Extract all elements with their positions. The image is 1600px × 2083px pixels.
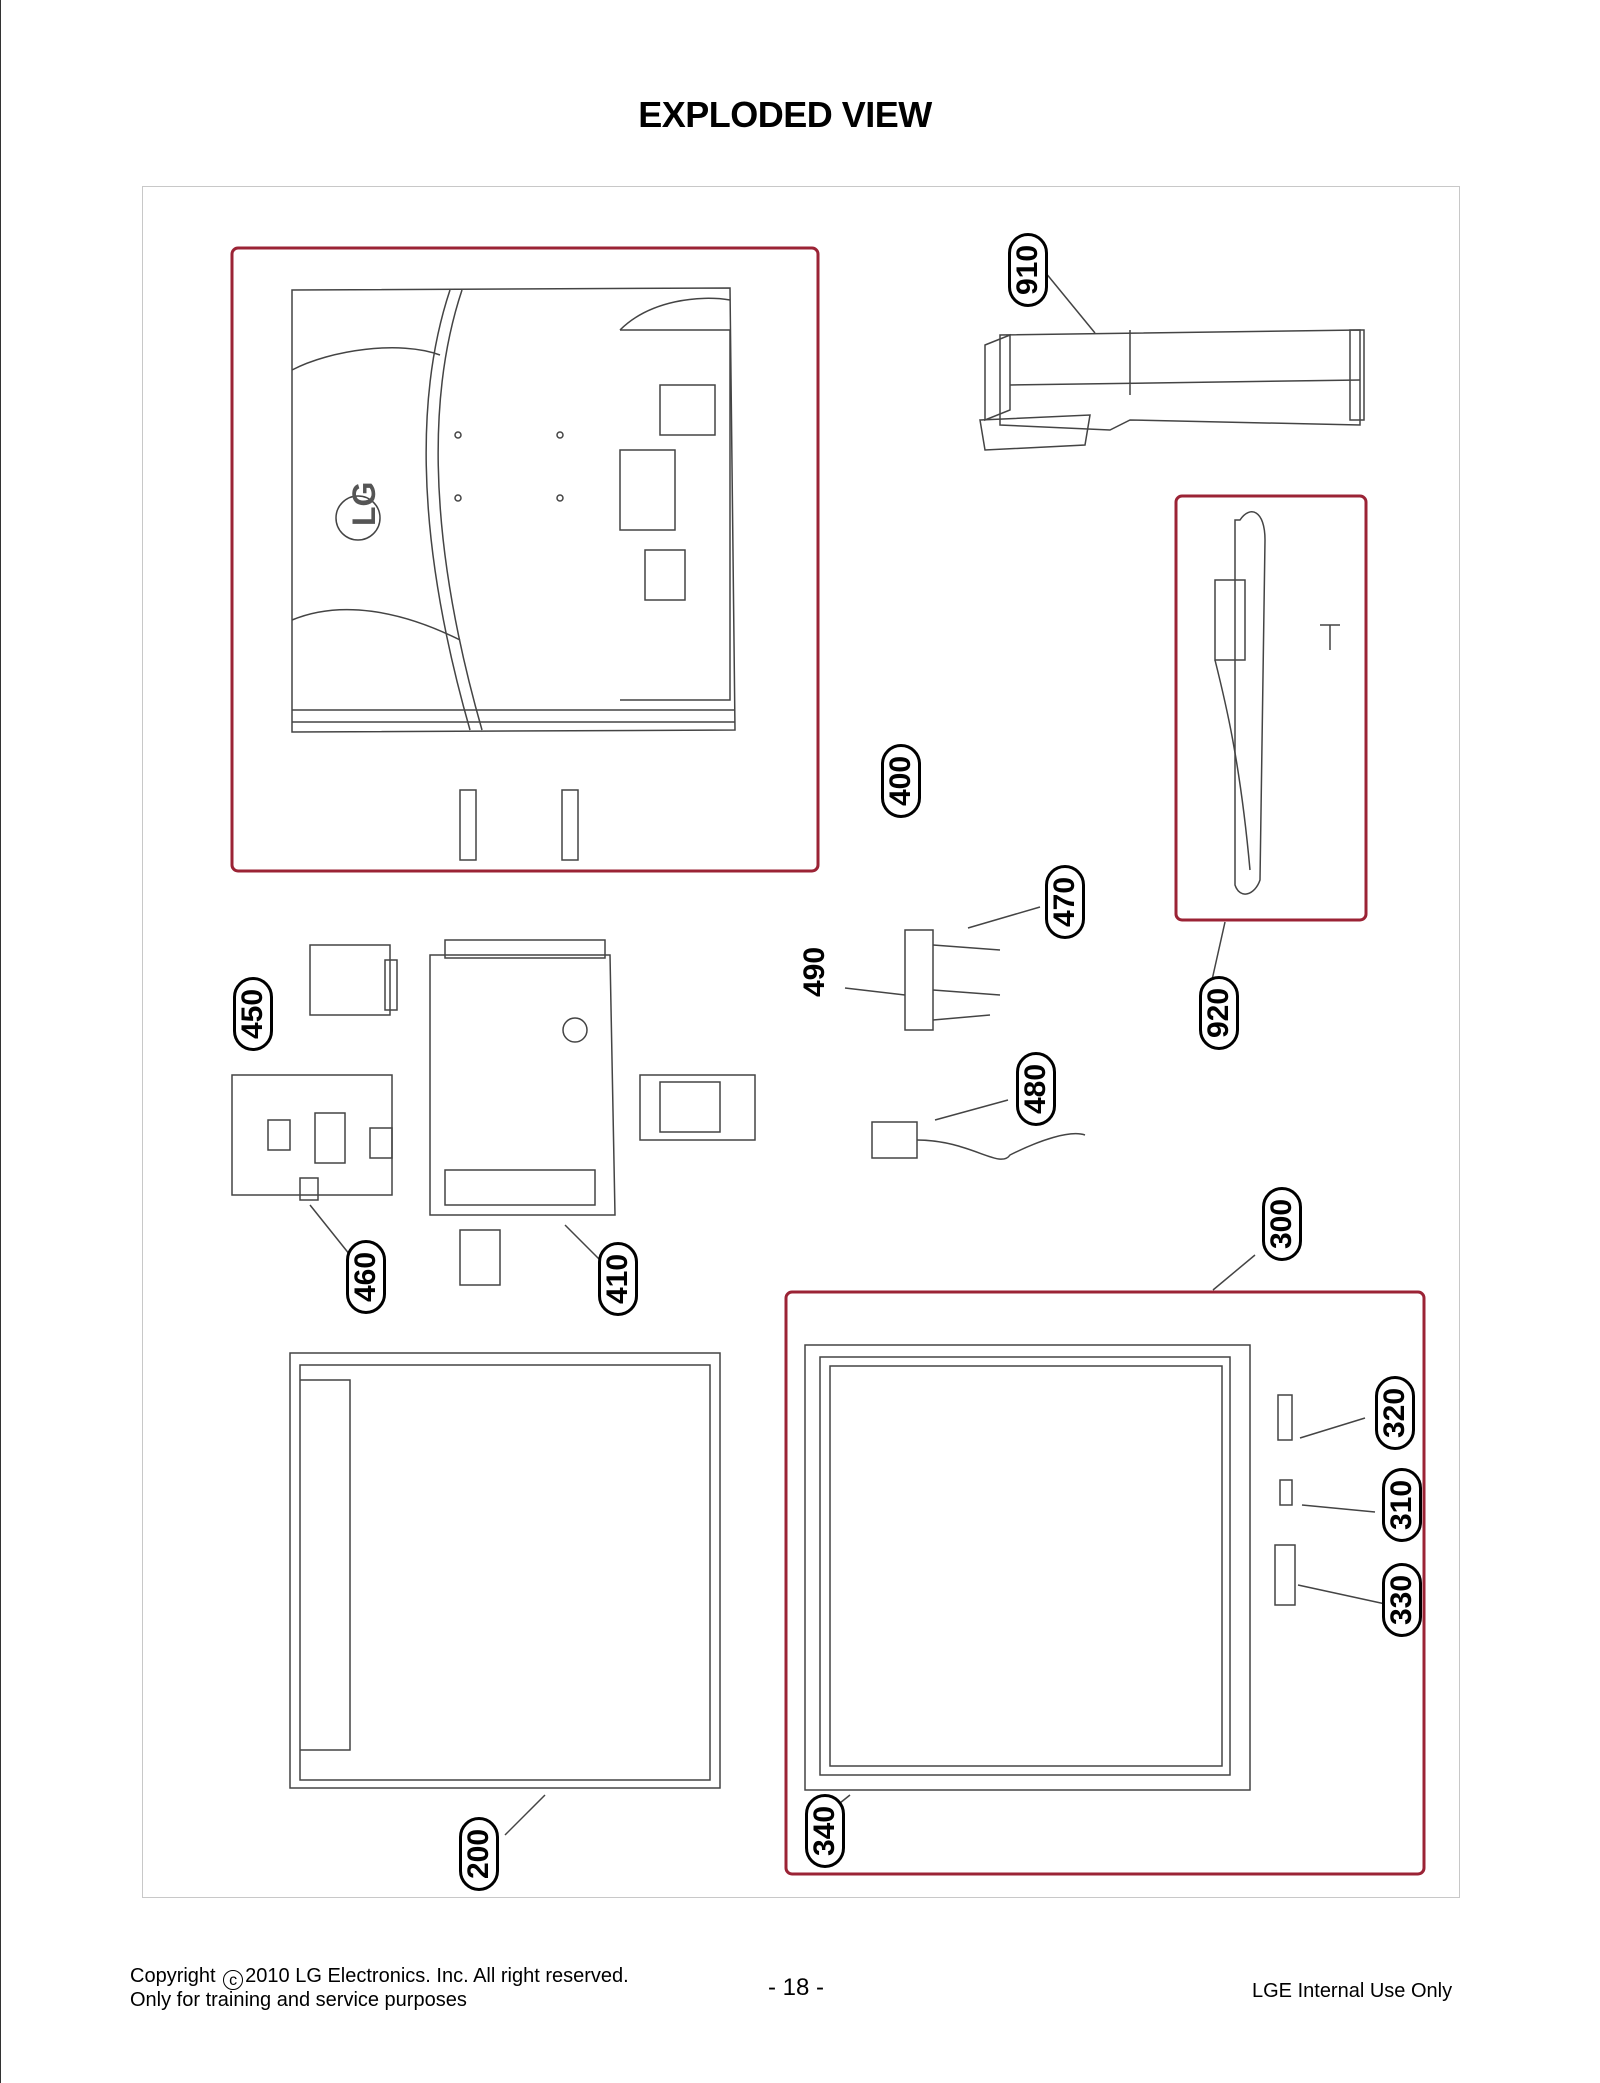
- front-bezel-part: [804, 1344, 1391, 1816]
- footer-purpose: Only for training and service purposes: [130, 1989, 467, 2011]
- callout-480: 480: [1016, 1052, 1056, 1126]
- power-cable-480: [871, 1099, 1086, 1160]
- copyright-prefix: Copyright: [130, 1965, 216, 1987]
- callout-320: 320: [1375, 1376, 1415, 1450]
- callout-310: 310: [1382, 1468, 1422, 1542]
- copyright-symbol: c: [223, 1970, 244, 1990]
- callout-400: 400: [881, 744, 921, 818]
- page-number: - 18 -: [768, 1974, 825, 2001]
- callout-300: 300: [1262, 1187, 1302, 1261]
- page-title: EXPLODED VIEW: [638, 94, 932, 135]
- callout-410: 410: [598, 1242, 638, 1316]
- copyright-text: 2010 LG Electronics. Inc. All right rese…: [245, 1965, 629, 1987]
- lg-logo: LG: [346, 482, 382, 526]
- callout-920: 920: [1199, 976, 1239, 1050]
- shield-part-410: [429, 939, 616, 1286]
- callout-470: 470: [1045, 865, 1085, 939]
- footer-internal-use: LGE Internal Use Only: [1252, 1980, 1453, 2002]
- callout-200: 200: [459, 1817, 499, 1891]
- callout-450: 450: [233, 977, 273, 1051]
- board-part-460: [231, 1074, 393, 1256]
- lcd-panel-part: [289, 1352, 721, 1836]
- highlight-box-920: [1174, 494, 1368, 922]
- back-cover-part: [291, 287, 736, 861]
- stand-part-910: [979, 271, 1365, 451]
- stand-base-part-920: [1211, 511, 1340, 981]
- highlight-box-300: [784, 1290, 1426, 1876]
- drawing-frame: [142, 186, 1460, 1898]
- converter-part: [639, 1074, 756, 1141]
- page-edge: [0, 0, 1, 2083]
- callout-340: 340: [805, 1794, 845, 1868]
- board-part-450: [309, 944, 398, 1016]
- callout-490: 490: [798, 946, 832, 998]
- cable-part-470-490: [844, 906, 1041, 1031]
- callout-330: 330: [1382, 1563, 1422, 1637]
- callout-460: 460: [346, 1240, 386, 1314]
- highlight-box-400: [230, 246, 820, 873]
- callout-910: 910: [1008, 233, 1048, 307]
